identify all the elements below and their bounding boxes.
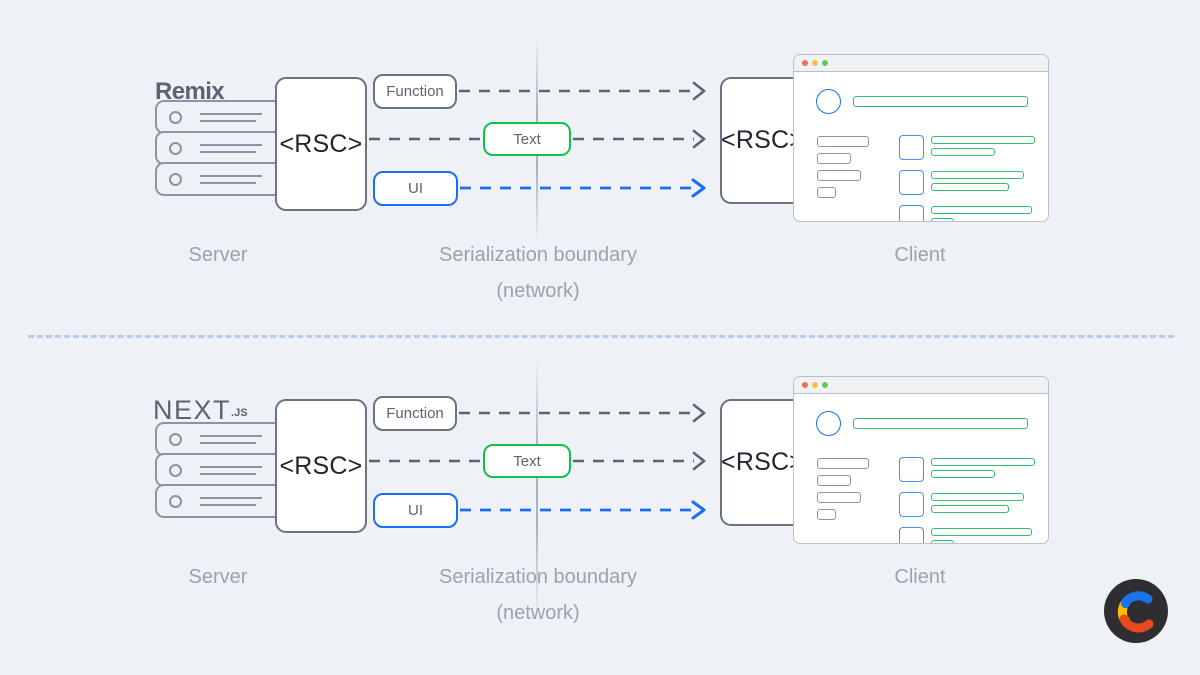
content-row [899, 492, 1035, 517]
arrow-head-text [692, 451, 706, 471]
rack-led-icon [169, 141, 182, 155]
rack-lines [200, 174, 262, 184]
text-placeholder-lines [931, 205, 1032, 221]
text-placeholder-lines [931, 135, 1035, 156]
minimize-dot-icon[interactable] [812, 382, 818, 388]
browser-viewport [794, 72, 1048, 221]
rack-led-icon [169, 172, 182, 186]
thumbnail-placeholder [899, 457, 924, 482]
rack-led-icon [169, 494, 182, 508]
rack-lines [200, 143, 262, 153]
rack-lines [200, 112, 262, 122]
content-rows [899, 135, 1035, 221]
client-rsc-box: <RSC> [720, 77, 805, 204]
server-rsc-box: <RSC> [275, 399, 367, 533]
avatar-circle-icon [816, 89, 841, 114]
minimize-dot-icon[interactable] [812, 60, 818, 66]
headline-placeholder-bar [853, 418, 1028, 429]
thumbnail-placeholder [899, 205, 924, 221]
text-placeholder-lines [931, 492, 1024, 513]
nav-placeholder-bars [817, 458, 869, 520]
thumbnail-placeholder [899, 170, 924, 195]
rack-led-icon [169, 110, 182, 124]
content-row [899, 527, 1035, 543]
rack-led-icon [169, 463, 182, 477]
content-row [899, 170, 1035, 195]
server-rsc-box: <RSC> [275, 77, 367, 211]
headline-placeholder-bar [853, 96, 1028, 107]
maximize-dot-icon[interactable] [822, 382, 828, 388]
text-placeholder-lines [931, 527, 1032, 543]
payload-pill-function[interactable]: Function [373, 396, 457, 431]
thumbnail-placeholder [899, 527, 924, 543]
payload-pill-text[interactable]: Text [483, 122, 571, 156]
content-rows [899, 457, 1035, 543]
browser-title-bar [794, 377, 1048, 394]
caption-line-2: (network) [496, 280, 580, 302]
rack-unit [155, 131, 285, 165]
close-dot-icon[interactable] [802, 60, 808, 66]
rack-unit [155, 100, 285, 134]
rack-unit [155, 484, 285, 518]
thumbnail-placeholder [899, 492, 924, 517]
rack-unit [155, 453, 285, 487]
arrow-head-text [692, 129, 706, 149]
caption-line-2: (network) [496, 602, 580, 624]
payload-pill-text[interactable]: Text [483, 444, 571, 478]
rack-lines [200, 465, 262, 475]
text-placeholder-lines [931, 170, 1024, 191]
caption-line-1: Serialization boundary [439, 566, 637, 588]
browser-viewport [794, 394, 1048, 543]
rack-unit [155, 162, 285, 196]
serialization-boundary-line [536, 359, 538, 619]
arrow-head-ui [691, 178, 706, 198]
caption-client: Client [894, 244, 946, 266]
nextjs-wordmark-main: NEXT [153, 395, 232, 425]
rack-unit [155, 422, 285, 456]
payload-pill-function[interactable]: Function [373, 74, 457, 109]
client-browser-window [793, 54, 1049, 222]
caption-server: Server [188, 566, 248, 588]
arrow-head-function [692, 403, 706, 423]
thumbnail-placeholder [899, 135, 924, 160]
rack-lines [200, 434, 262, 444]
c-logo-badge[interactable] [1104, 579, 1168, 643]
rack-lines [200, 496, 262, 506]
content-row [899, 135, 1035, 160]
avatar-circle-icon [816, 411, 841, 436]
nav-placeholder-bars [817, 136, 869, 198]
caption-line-1: Serialization boundary [439, 244, 637, 266]
browser-title-bar [794, 55, 1048, 72]
maximize-dot-icon[interactable] [822, 60, 828, 66]
content-row [899, 205, 1035, 221]
section-nextjs: NEXT.JS <RSC> Func [0, 357, 1200, 657]
section-remix: Remix <RSC> [0, 35, 1200, 335]
arrow-head-function [692, 81, 706, 101]
section-divider [28, 335, 1174, 338]
caption-server: Server [188, 244, 248, 266]
caption-client: Client [894, 566, 946, 588]
payload-pill-ui[interactable]: UI [373, 493, 458, 528]
c-logo-icon [1117, 591, 1154, 633]
client-rsc-box: <RSC> [720, 399, 805, 526]
nextjs-wordmark-suffix: .JS [231, 407, 248, 419]
caption-serialization-boundary: Serialization boundary (network) [400, 237, 676, 309]
arrow-head-ui [691, 500, 706, 520]
content-row [899, 457, 1035, 482]
client-browser-window [793, 376, 1049, 544]
nextjs-wordmark: NEXT.JS [153, 395, 248, 426]
rack-led-icon [169, 432, 182, 446]
caption-serialization-boundary: Serialization boundary (network) [400, 559, 676, 631]
text-placeholder-lines [931, 457, 1035, 478]
close-dot-icon[interactable] [802, 382, 808, 388]
payload-pill-ui[interactable]: UI [373, 171, 458, 206]
